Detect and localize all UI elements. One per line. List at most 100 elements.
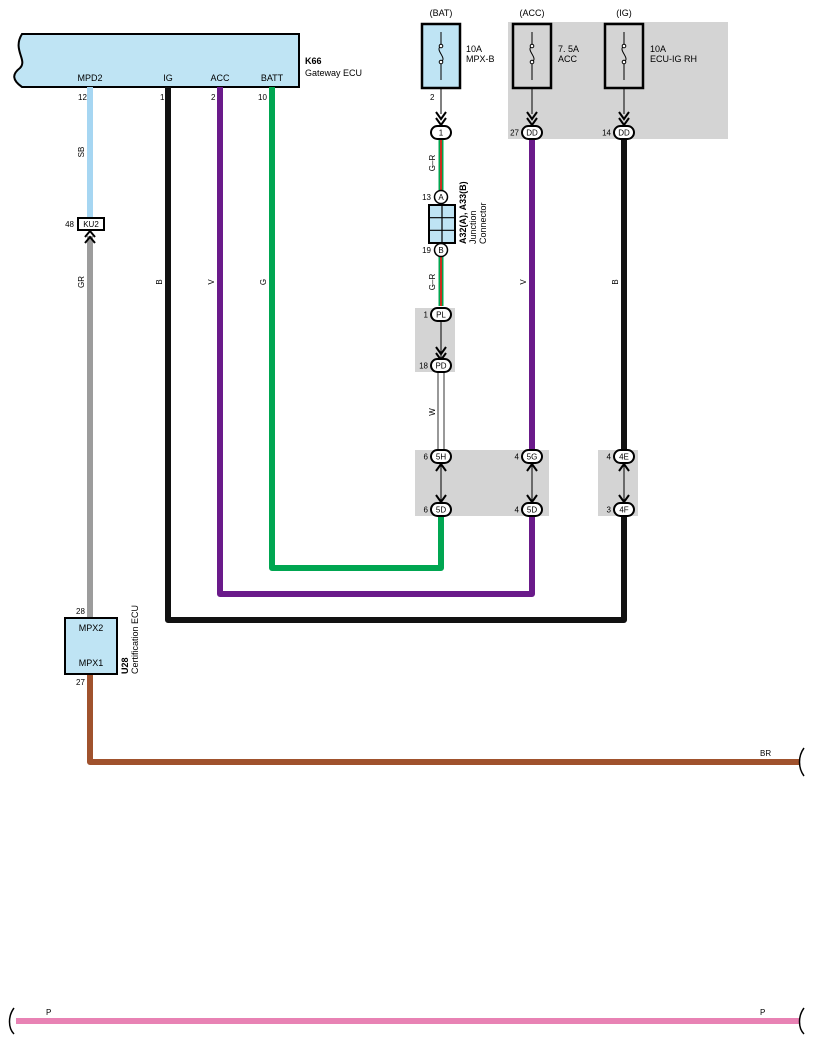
connector-pd: PD 18 (419, 358, 452, 373)
connector-ku2: KU2 48 (65, 217, 105, 244)
fuse-name: ACC (558, 54, 578, 64)
connector-label: 5D (436, 506, 446, 515)
fuse-terminal-icon (438, 59, 444, 65)
wire-label-b-right: B (611, 279, 620, 284)
fuse-terminal-icon (621, 59, 627, 65)
wire-label-p-left: P (46, 1008, 51, 1017)
connector-pill (521, 502, 543, 517)
connector-pin-num: 4 (607, 453, 612, 462)
ecu-pin-mpx2: MPX2 (79, 623, 104, 633)
gateway-ecu-body (13, 33, 300, 88)
connector-4e: 4E 4 (607, 449, 635, 464)
connector-5d-b: 5D 4 (515, 502, 543, 517)
arrow-up-icon (526, 462, 538, 472)
connector-dd-ig: DD 14 (602, 125, 635, 140)
ecu-pin-mpd2: MPD2 (77, 73, 102, 83)
arrow-down-icon (526, 111, 538, 121)
connector-label: 5G (527, 453, 538, 462)
arrow-up-icon (435, 462, 447, 472)
fuse-ecu-ig-rh: (IG) 10A ECU-IG RH (603, 8, 697, 127)
connector-4f: 4F 3 (607, 502, 635, 517)
connector-label: 5H (436, 453, 446, 462)
connector-pin-num: 6 (424, 506, 429, 515)
fuse-terminal-icon (529, 59, 535, 65)
junction-code: A32(A), A33(B) (458, 181, 468, 244)
connector-pin-num: 4 (515, 453, 520, 462)
certification-ecu-code: U28 (120, 657, 130, 674)
connector-label: PD (435, 362, 446, 371)
ecu-pin-num-ig: 1 (160, 93, 165, 102)
connector-pin-num: 14 (602, 129, 611, 138)
fuse-mpx-b: (BAT) 10A MPX-B 2 (420, 8, 495, 127)
fuse-rating: 10A (650, 44, 666, 54)
ecu-pin-mpx1: MPX1 (79, 658, 104, 668)
connector-pin-num: 4 (515, 506, 520, 515)
arrow-down-icon (618, 111, 630, 121)
ecu-pin-num-mpd2: 12 (78, 93, 87, 102)
connector-pin-num: 3 (607, 506, 612, 515)
connector-pin-num: 18 (419, 362, 428, 371)
wire-br (87, 674, 800, 765)
fuse-name: ECU-IG RH (650, 54, 697, 64)
fuse-pin-num: 2 (430, 93, 435, 102)
connector-pin-num: 1 (424, 311, 429, 320)
connector-dd-acc: DD 27 (510, 125, 543, 140)
junction-name-line1: Junction (468, 210, 478, 244)
connector-pin-num: 48 (65, 220, 74, 229)
wire-label-sb: SB (77, 147, 86, 158)
ecu-pin-num-mpx1: 27 (76, 678, 85, 687)
wire-label-g-left: G (259, 279, 268, 285)
gateway-ecu-code: K66 (305, 56, 322, 66)
wire-b-ig (165, 87, 627, 623)
fuse-terminal-icon (438, 43, 444, 49)
junction-pin-b-circle (433, 242, 449, 258)
connector-5d-a: 5D 6 (424, 502, 452, 517)
junction-pin-a-num: 13 (422, 193, 431, 202)
wire-label-gr-top: G–R (428, 155, 437, 172)
ecu-pin-num-acc: 2 (211, 93, 216, 102)
junction-pin-a: A (438, 193, 444, 202)
wire-break-p-right (798, 1007, 805, 1035)
wire-label-br: BR (760, 749, 771, 758)
ecu-pin-num-batt: 10 (258, 93, 267, 102)
connector-label: DD (526, 129, 538, 138)
wire-break-br-right (798, 747, 805, 777)
connector-pl: PL 1 (424, 307, 452, 322)
ecu-pin-acc: ACC (210, 73, 230, 83)
fuse-source-bat: (BAT) (430, 8, 453, 18)
connector-pill (613, 125, 635, 140)
arrow-up-icon (84, 229, 96, 238)
gateway-ecu: MPD2 IG ACC BATT 12 1 2 10 K66 Gateway E… (13, 33, 362, 102)
fuse-rating: 10A (466, 44, 482, 54)
fuse-terminal-icon (529, 43, 535, 49)
gateway-ecu-name: Gateway ECU (305, 68, 362, 78)
connector-label: DD (618, 129, 630, 138)
certification-ecu-body (64, 617, 118, 675)
wire-label-p-right: P (760, 1008, 765, 1017)
connector-pill (430, 502, 452, 517)
arrow-up-icon (84, 235, 96, 244)
connector-pill (613, 502, 635, 517)
wire-label-v-left: V (207, 279, 216, 285)
fuse-name: MPX-B (466, 54, 495, 64)
fuse-rating: 7. 5A (558, 44, 579, 54)
ecu-pin-num-mpx2: 28 (76, 607, 85, 616)
arrow-down-icon (435, 346, 447, 356)
connector-label: KU2 (83, 220, 99, 229)
wire-g-batt (269, 87, 444, 571)
connector-pill (521, 125, 543, 140)
connector-box (77, 217, 105, 231)
junction-connector: A 13 B 19 A32(A), A33(B) Junction Connec… (422, 181, 488, 258)
wire-label-gr-bottom: G–R (428, 274, 437, 291)
connector-label: PL (436, 311, 446, 320)
connector-label: 4F (619, 506, 628, 515)
junction-name-line2: Connector (478, 202, 488, 244)
ecu-pin-batt: BATT (261, 73, 284, 83)
connector-label: 4E (619, 453, 629, 462)
wire-break-p-left (8, 1007, 15, 1035)
connector-5g: 5G 4 (515, 449, 543, 464)
wire-label-gr: GR (77, 276, 86, 288)
connector-pill (430, 125, 452, 140)
junction-pin-b-num: 19 (422, 246, 431, 255)
certification-ecu-name: Certification ECU (130, 605, 140, 674)
